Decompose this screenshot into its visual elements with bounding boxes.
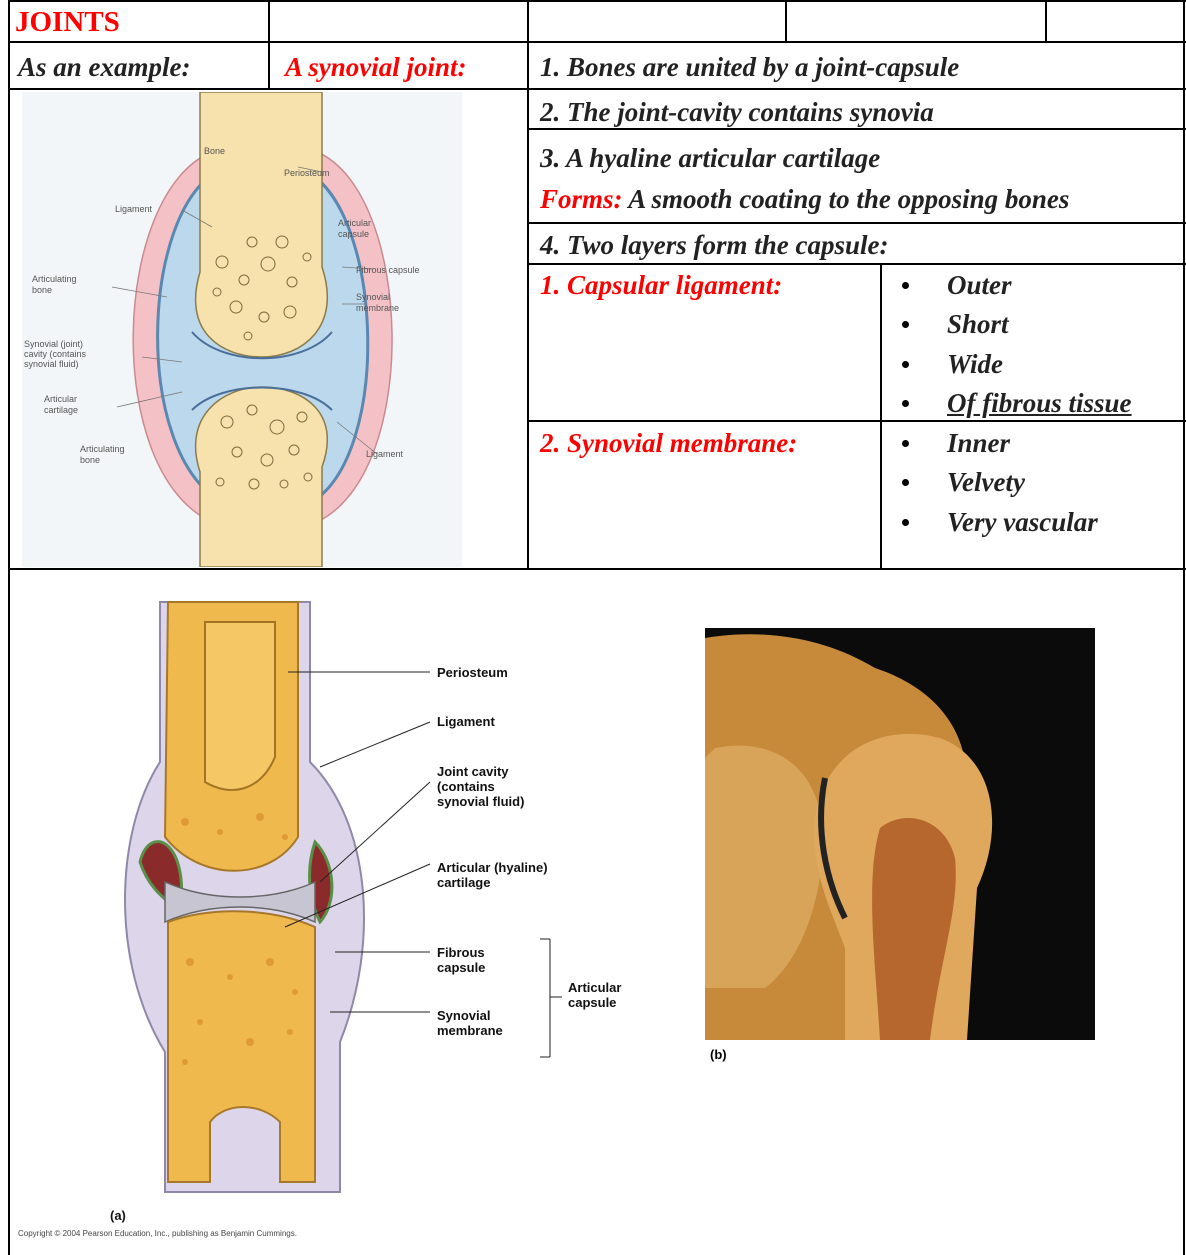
table-right-line-4 xyxy=(528,420,1186,422)
feature-2: 2. The joint-cavity contains synovia xyxy=(540,99,934,126)
fig2-label: Synovial xyxy=(437,1008,490,1023)
example-label: As an example: xyxy=(18,54,191,81)
joint-cross-section-diagram: Periosteum Ligament Joint cavity (contai… xyxy=(110,582,670,1250)
table-right-line-3 xyxy=(528,263,1186,265)
panel-b-label: (b) xyxy=(710,1048,727,1061)
layer-1-trait: Outer xyxy=(947,272,1012,299)
fig2-label: Joint cavity xyxy=(437,764,509,779)
bullet-icon xyxy=(902,282,909,289)
layers-heading: 4. Two layers form the capsule: xyxy=(540,232,888,259)
fig2-label: capsule xyxy=(437,960,485,975)
layer-2-name: 2. Synovial membrane: xyxy=(540,430,797,457)
layer-2-trait: Very vascular xyxy=(947,509,1098,536)
forms-line: Forms: A smooth coating to the opposing … xyxy=(540,186,1069,213)
fig2-label: Articular (hyaline) xyxy=(437,860,548,875)
fig1-label: Synovial (joint) xyxy=(24,339,83,349)
fig2-label: capsule xyxy=(568,995,616,1010)
synovial-joint-diagram: Bone Periosteum Ligament Articular capsu… xyxy=(22,92,462,567)
fig1-label: Bone xyxy=(204,146,225,156)
layer-1-trait: Of fibrous tissue xyxy=(947,390,1132,417)
joint-type-label: A synovial joint: xyxy=(285,54,467,81)
fig1-label: cartilage xyxy=(44,405,78,415)
table-col-line-1 xyxy=(268,0,270,90)
table-border-left xyxy=(8,0,10,1255)
table-right-line-2 xyxy=(528,222,1186,224)
fig1-label: Articular xyxy=(44,394,77,404)
forms-text: A smooth coating to the opposing bones xyxy=(628,184,1069,214)
fig1-label: Articulating xyxy=(32,274,77,284)
fig2-label: Fibrous xyxy=(437,945,485,960)
table-border-top xyxy=(8,0,1186,2)
table-title: JOINTS xyxy=(15,8,120,37)
fig2-label: Periosteum xyxy=(437,665,508,680)
fig1-label: cavity (contains xyxy=(24,349,87,359)
table-right-line-1 xyxy=(528,128,1186,130)
fig2-label: Articular xyxy=(568,980,621,995)
table-col-line-3 xyxy=(785,0,787,43)
layer-1-trait: Wide xyxy=(947,351,1003,378)
table-row-line-2 xyxy=(8,88,1186,90)
feature-1: 1. Bones are united by a joint-capsule xyxy=(540,54,959,81)
fig1-label: Ligament xyxy=(366,449,404,459)
bullet-icon xyxy=(902,440,909,447)
panel-a-label: (a) xyxy=(110,1208,126,1223)
bullet-icon xyxy=(902,479,909,486)
fig1-label: capsule xyxy=(338,229,369,239)
bullet-icon xyxy=(902,519,909,526)
layer-1-trait: Short xyxy=(947,311,1009,338)
layer-2-trait: Inner xyxy=(947,430,1010,457)
fig1-label: Synovial xyxy=(356,292,390,302)
fig1-label: Fibrous capsule xyxy=(356,265,420,275)
table-border-right xyxy=(1183,0,1185,1255)
fig2-label: cartilage xyxy=(437,875,490,890)
fig1-label: bone xyxy=(80,455,100,465)
fig1-label: bone xyxy=(32,285,52,295)
fig1-label: Periosteum xyxy=(284,168,330,178)
bullet-icon xyxy=(902,400,909,407)
bullet-icon xyxy=(902,361,909,368)
joint-photo-body xyxy=(705,628,1095,1040)
forms-label: Forms: xyxy=(540,184,623,214)
feature-3: 3. A hyaline articular cartilage xyxy=(540,145,880,172)
table-col-line-4 xyxy=(1045,0,1047,43)
table-col-line-5 xyxy=(880,265,882,570)
table-row-line-1 xyxy=(8,41,1186,43)
fig1-label: Articulating xyxy=(80,444,125,454)
fig1-label: Articular xyxy=(338,218,371,228)
fig1-label: synovial fluid) xyxy=(24,359,79,369)
table-col-line-2 xyxy=(527,0,529,570)
layer-1-name: 1. Capsular ligament: xyxy=(540,272,782,299)
copyright-text: Copyright © 2004 Pearson Education, Inc.… xyxy=(18,1230,297,1238)
table-row-line-3 xyxy=(8,568,1186,570)
fig2-label: (contains xyxy=(437,779,495,794)
fig1-label: Ligament xyxy=(115,204,153,214)
fig2-label: synovial fluid) xyxy=(437,794,524,809)
bullet-icon xyxy=(902,321,909,328)
fig2-label: membrane xyxy=(437,1023,503,1038)
layer-2-trait: Velvety xyxy=(947,469,1025,496)
fig2-label: Ligament xyxy=(437,714,495,729)
fig1-label: membrane xyxy=(356,303,399,313)
